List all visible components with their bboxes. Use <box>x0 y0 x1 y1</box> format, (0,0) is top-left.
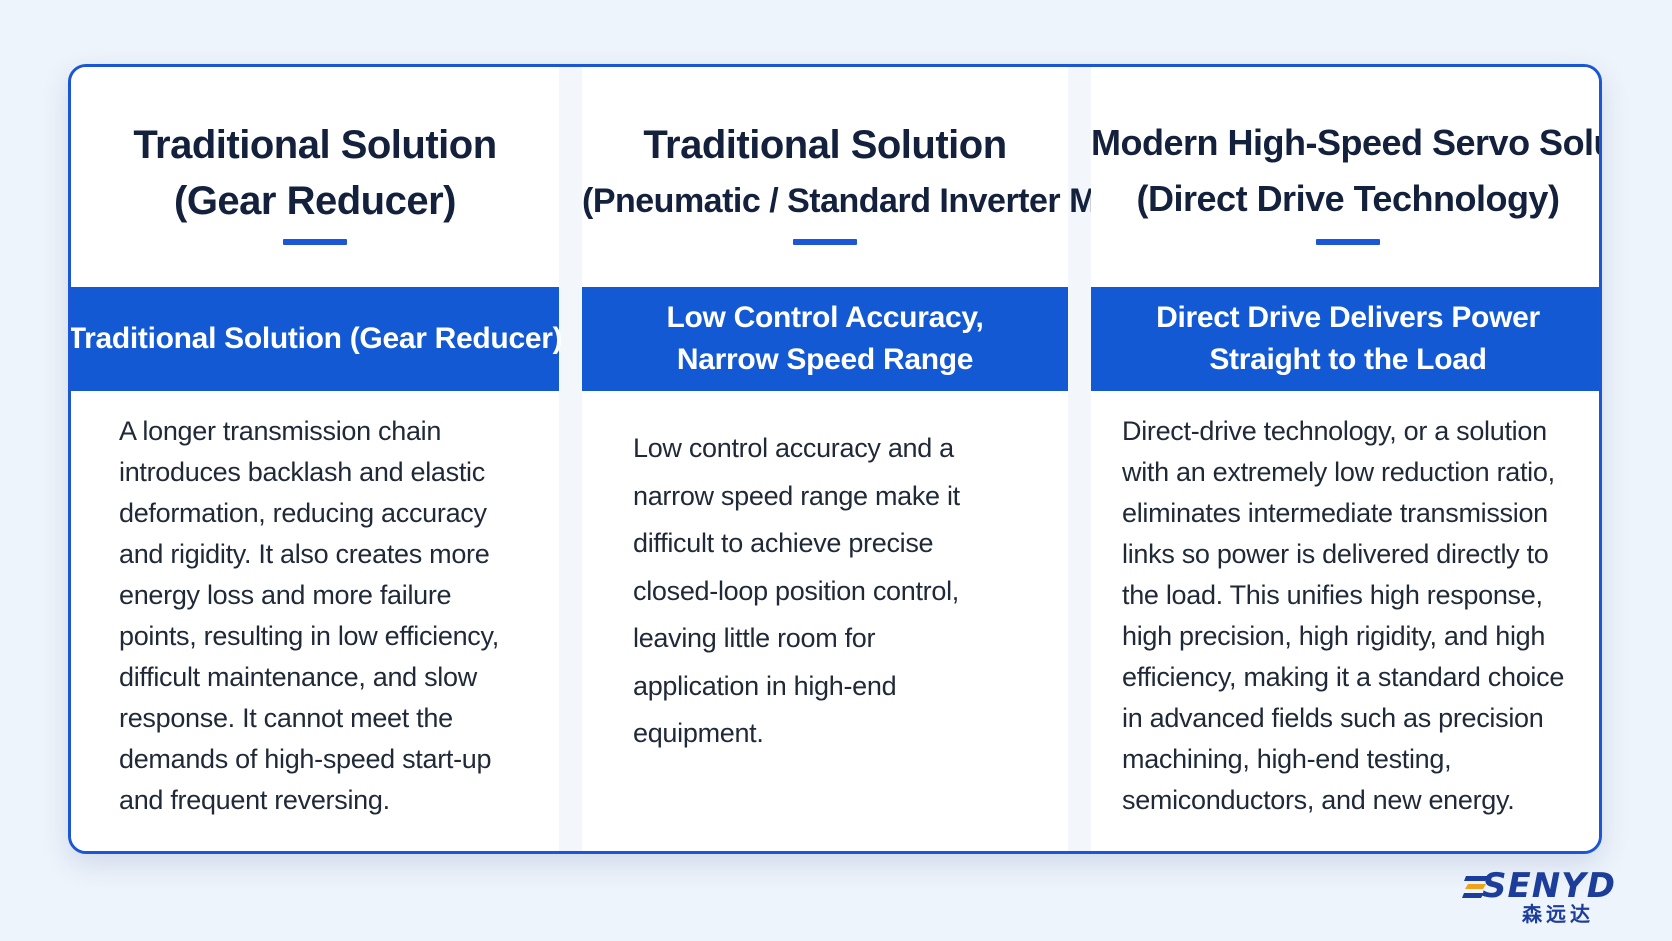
description-line: in advanced fields such as precision <box>1122 703 1544 733</box>
description-line: the load. This unifies high response, <box>1122 580 1543 610</box>
column-pneumatic-inverter: Traditional Solution (Pneumatic / Standa… <box>582 67 1172 851</box>
description-line: application in high-end <box>633 670 897 701</box>
band-line: Narrow Speed Range <box>676 343 974 376</box>
column-title-line: Traditional Solution <box>643 123 1007 167</box>
column-title-line: (Gear Reducer) <box>174 179 456 223</box>
column-header: Modern High-Speed Servo Solution (Direct… <box>1091 67 1599 287</box>
column-direct-drive: Modern High-Speed Servo Solution (Direct… <box>1091 67 1599 851</box>
description-line: leaving little room for <box>633 623 876 653</box>
description-line: and rigidity. It also creates more <box>119 539 490 569</box>
description-line: semiconductors, and new energy. <box>1122 785 1515 815</box>
description-line: points, resulting in low efficiency, <box>119 621 499 651</box>
band-line: Traditional Solution (Gear Reducer) <box>68 322 563 355</box>
description-line: eliminates intermediate transmission <box>1122 498 1548 528</box>
description-line: demands of high-speed start-up <box>119 744 492 774</box>
column-title-line: (Pneumatic / Standard Inverter Motor) <box>582 182 1172 220</box>
column-title: Traditional Solution (Gear Reducer) <box>71 117 559 229</box>
logo-wordmark: SENYD <box>1482 866 1617 906</box>
description-line: closed-loop position control, <box>633 575 959 606</box>
column-title: Traditional Solution (Pneumatic / Standa… <box>582 117 1172 229</box>
comparison-panel: Traditional Solution (Gear Reducer) Trad… <box>68 64 1602 854</box>
description-line: introduces backlash and elastic <box>119 457 485 487</box>
description-line: difficult to achieve precise <box>633 528 934 558</box>
description-line: Low control accuracy and a <box>633 433 954 463</box>
description-line: efficiency, making it a standard choice <box>1122 662 1565 692</box>
description-line: and frequent reversing. <box>119 785 390 815</box>
column-subheading-band: Traditional Solution (Gear Reducer) <box>68 287 563 391</box>
logo-chinese-name: 森远达 <box>1522 902 1594 926</box>
column-description: A longer transmission chain introduces b… <box>71 391 559 851</box>
column-title-line: Modern High-Speed Servo Solution <box>1091 122 1599 163</box>
band-line: Low Control Accuracy, <box>666 301 984 334</box>
band-line: Direct Drive Delivers Power <box>1156 301 1540 334</box>
description-line: energy loss and more failure <box>119 580 452 610</box>
description-line: equipment. <box>633 718 764 748</box>
column-header: Traditional Solution (Pneumatic / Standa… <box>582 67 1172 287</box>
column-gear-reducer: Traditional Solution (Gear Reducer) Trad… <box>68 67 563 851</box>
description-line: narrow speed range make it <box>633 480 960 511</box>
description-line: deformation, reducing accuracy <box>119 498 487 528</box>
description-line: Direct-drive technology, or a solution <box>1122 416 1547 446</box>
description-line: difficult maintenance, and slow <box>119 662 477 692</box>
title-accent-bar <box>793 239 857 245</box>
column-header: Traditional Solution (Gear Reducer) <box>71 67 559 287</box>
column-subheading-band: Direct Drive Delivers Power Straight to … <box>1091 287 1599 391</box>
band-line: Straight to the Load <box>1209 343 1487 376</box>
description-line: links so power is delivered directly to <box>1122 539 1549 569</box>
column-description: Direct-drive technology, or a solution w… <box>1091 391 1599 851</box>
description-line: high precision, high rigidity, and high <box>1122 621 1546 651</box>
description-line: with an extremely low reduction ratio, <box>1122 457 1555 487</box>
column-title: Modern High-Speed Servo Solution (Direct… <box>1091 115 1599 227</box>
title-accent-bar <box>283 239 347 245</box>
column-description: Low control accuracy and a narrow speed … <box>582 391 1068 851</box>
description-line: machining, high-end testing, <box>1122 744 1452 774</box>
column-title-line: Traditional Solution <box>133 123 497 167</box>
column-title-line: (Direct Drive Technology) <box>1136 178 1560 219</box>
logo-swoosh-icon <box>1462 876 1488 898</box>
senyd-logo: SENYD 森远达 <box>1462 866 1632 926</box>
column-subheading-band: Low Control Accuracy, Narrow Speed Range <box>582 287 1068 391</box>
title-accent-bar <box>1316 239 1380 245</box>
description-line: A longer transmission chain <box>119 416 442 446</box>
description-line: response. It cannot meet the <box>119 703 453 733</box>
